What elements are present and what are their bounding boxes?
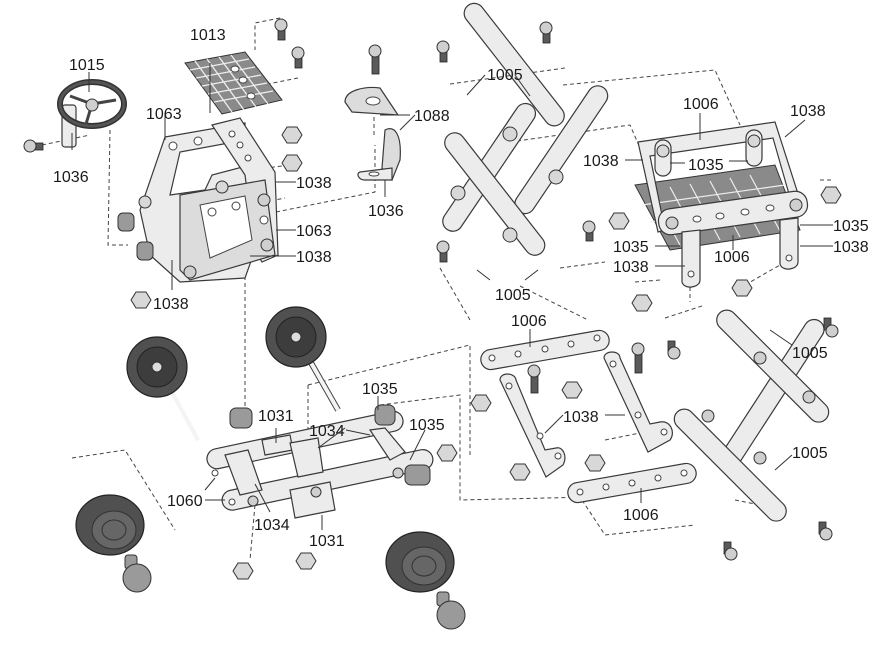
label-1006: 1006 xyxy=(714,249,750,266)
label-1005: 1005 xyxy=(792,445,828,462)
nut xyxy=(584,454,606,472)
screw xyxy=(539,21,553,44)
label-1038: 1038 xyxy=(833,239,869,256)
chassis xyxy=(206,404,434,519)
seat xyxy=(344,86,401,182)
label-1038: 1038 xyxy=(790,103,826,120)
screw xyxy=(631,342,645,374)
hub-cap xyxy=(436,591,466,630)
nut xyxy=(631,294,653,312)
wheel xyxy=(265,306,341,412)
screw xyxy=(368,44,382,75)
label-1038: 1038 xyxy=(296,249,332,266)
nut xyxy=(232,562,254,580)
screw xyxy=(436,240,450,263)
label-1036: 1036 xyxy=(53,169,89,186)
nut xyxy=(820,186,842,204)
perforated-strip xyxy=(442,2,609,256)
seat-frame xyxy=(117,117,279,283)
label-1035: 1035 xyxy=(833,218,869,235)
hub-cap xyxy=(122,554,152,593)
nut xyxy=(295,552,317,570)
label-1031: 1031 xyxy=(309,533,345,550)
label-1013: 1013 xyxy=(190,27,226,44)
label-1035: 1035 xyxy=(409,417,445,434)
label-1031: 1031 xyxy=(258,408,294,425)
label-1063: 1063 xyxy=(296,223,332,240)
label-1038: 1038 xyxy=(296,175,332,192)
angle-bracket xyxy=(603,351,673,453)
label-1060: 1060 xyxy=(167,493,203,510)
screw xyxy=(582,220,596,242)
nut xyxy=(436,444,458,462)
nut xyxy=(561,381,583,399)
screw xyxy=(527,364,541,394)
screw xyxy=(23,139,44,153)
label-1088: 1088 xyxy=(414,108,450,125)
part-labels: 1013 1015 1063 1036 1038 1063 1038 1038 … xyxy=(53,27,869,550)
label-1035: 1035 xyxy=(362,381,398,398)
label-1006: 1006 xyxy=(683,96,719,113)
wheel xyxy=(126,336,200,441)
perforated-strip xyxy=(480,329,610,371)
label-1035: 1035 xyxy=(613,239,649,256)
angle-bracket xyxy=(499,373,566,478)
wheel xyxy=(385,531,455,593)
label-1063: 1063 xyxy=(146,106,182,123)
label-1005: 1005 xyxy=(487,67,523,84)
label-1038: 1038 xyxy=(613,259,649,276)
label-1036: 1036 xyxy=(368,203,404,220)
nut xyxy=(130,291,152,309)
label-1038: 1038 xyxy=(153,296,189,313)
grid-plate xyxy=(184,51,283,115)
nut xyxy=(731,279,753,297)
screw xyxy=(274,18,288,41)
perforated-strip xyxy=(673,309,830,522)
nut xyxy=(281,126,303,144)
screw xyxy=(818,521,833,541)
label-1038: 1038 xyxy=(583,153,619,170)
screw xyxy=(436,40,450,63)
screw xyxy=(667,340,681,360)
label-1006: 1006 xyxy=(511,313,547,330)
screw xyxy=(823,317,839,338)
leader-lines xyxy=(71,63,833,530)
screw xyxy=(723,541,738,561)
perforated-strip xyxy=(567,462,697,504)
wheel xyxy=(75,494,145,556)
label-1006: 1006 xyxy=(623,507,659,524)
nut xyxy=(470,394,492,412)
label-1034: 1034 xyxy=(309,423,345,440)
label-1005: 1005 xyxy=(495,287,531,304)
label-1015: 1015 xyxy=(69,57,105,74)
steering-wheel xyxy=(57,79,127,148)
nut xyxy=(608,212,630,230)
nut xyxy=(281,154,303,172)
label-1034: 1034 xyxy=(254,517,290,534)
label-1038: 1038 xyxy=(563,409,599,426)
tray-assembly xyxy=(634,121,809,288)
nut xyxy=(509,463,531,481)
screw xyxy=(291,46,305,69)
label-1005: 1005 xyxy=(792,345,828,362)
label-1035: 1035 xyxy=(688,157,724,174)
